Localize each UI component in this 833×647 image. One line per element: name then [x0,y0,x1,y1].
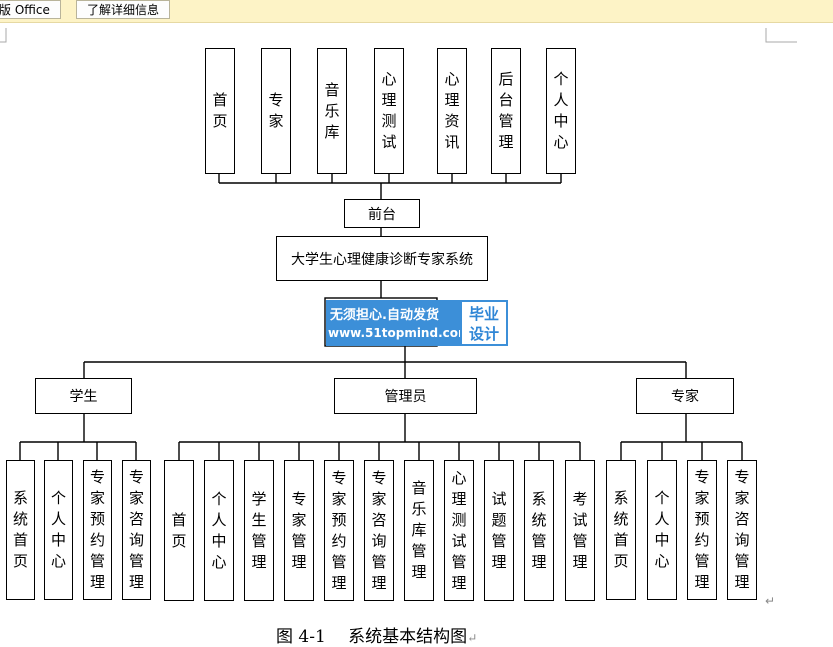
admin-module-student-manage: 学生管理 [244,460,274,601]
module-box-backend-admin: 后台管理 [491,48,521,174]
student-module-personal-center: 个人中心 [44,460,73,600]
student-module-expert-booking: 专家预约管理 [83,460,112,600]
admin-module-music-library: 音乐库管理 [404,460,434,601]
admin-module-psych-test: 心理测试管理 [444,460,474,601]
learn-more-button[interactable]: 了解详细信息 [76,0,171,19]
watermark-banner: 无须担心.自动发货 www.51topmind.com 毕业 设计 [326,300,508,346]
admin-module-exam-manage: 考试管理 [565,460,595,601]
expert-module-expert-booking: 专家预约管理 [687,460,717,600]
admin-module-personal-center: 个人中心 [204,460,234,601]
expert-module-expert-consult: 专家咨询管理 [727,460,757,600]
system-box: 大学生心理健康诊断专家系统 [276,236,488,281]
paragraph-mark: ↵ [765,594,776,608]
office-button[interactable]: 版 Office [0,0,61,19]
module-box-personal-center: 个人中心 [546,48,576,174]
admin-module-question-manage: 试题管理 [484,460,514,601]
module-box-psych-news: 心理资讯 [437,48,467,174]
caption-text: 图 4-1 系统基本结构图 [276,627,468,647]
module-box-music-library: 音乐库 [317,48,347,174]
student-module-system-home: 系统首页 [6,460,35,600]
admin-module-expert-manage: 专家管理 [284,460,314,601]
watermark-tag: 毕业 设计 [460,300,508,346]
notification-bar: 版 Office 了解详细信息 [0,0,833,23]
admin-module-system-manage: 系统管理 [524,460,554,601]
module-box-home: 首页 [205,48,235,174]
role-box-admin: 管理员 [334,378,477,414]
admin-module-expert-consult: 专家咨询管理 [364,460,394,601]
watermark-line2: www.51topmind.com [328,326,471,340]
watermark-left: 无须担心.自动发货 www.51topmind.com [326,300,471,346]
module-box-expert: 专家 [261,48,291,174]
module-box-psych-test: 心理测试 [374,48,404,174]
student-module-expert-consult: 专家咨询管理 [122,460,151,600]
expert-module-system-home: 系统首页 [606,460,636,600]
watermark-tag1: 毕业 [468,305,499,323]
admin-module-home: 首页 [164,460,194,601]
watermark-tag2: 设计 [468,325,499,343]
watermark-line1: 无须担心.自动发货 [330,308,439,323]
expert-module-personal-center: 个人中心 [647,460,677,600]
admin-module-expert-booking: 专家预约管理 [324,460,354,601]
role-box-student: 学生 [35,378,132,414]
role-box-expert: 专家 [636,378,734,414]
caption-paragraph-mark: ↵ [467,631,478,645]
figure-caption: 图 4-1 系统基本结构图↵ [276,622,477,647]
frontend-box: 前台 [344,199,420,228]
